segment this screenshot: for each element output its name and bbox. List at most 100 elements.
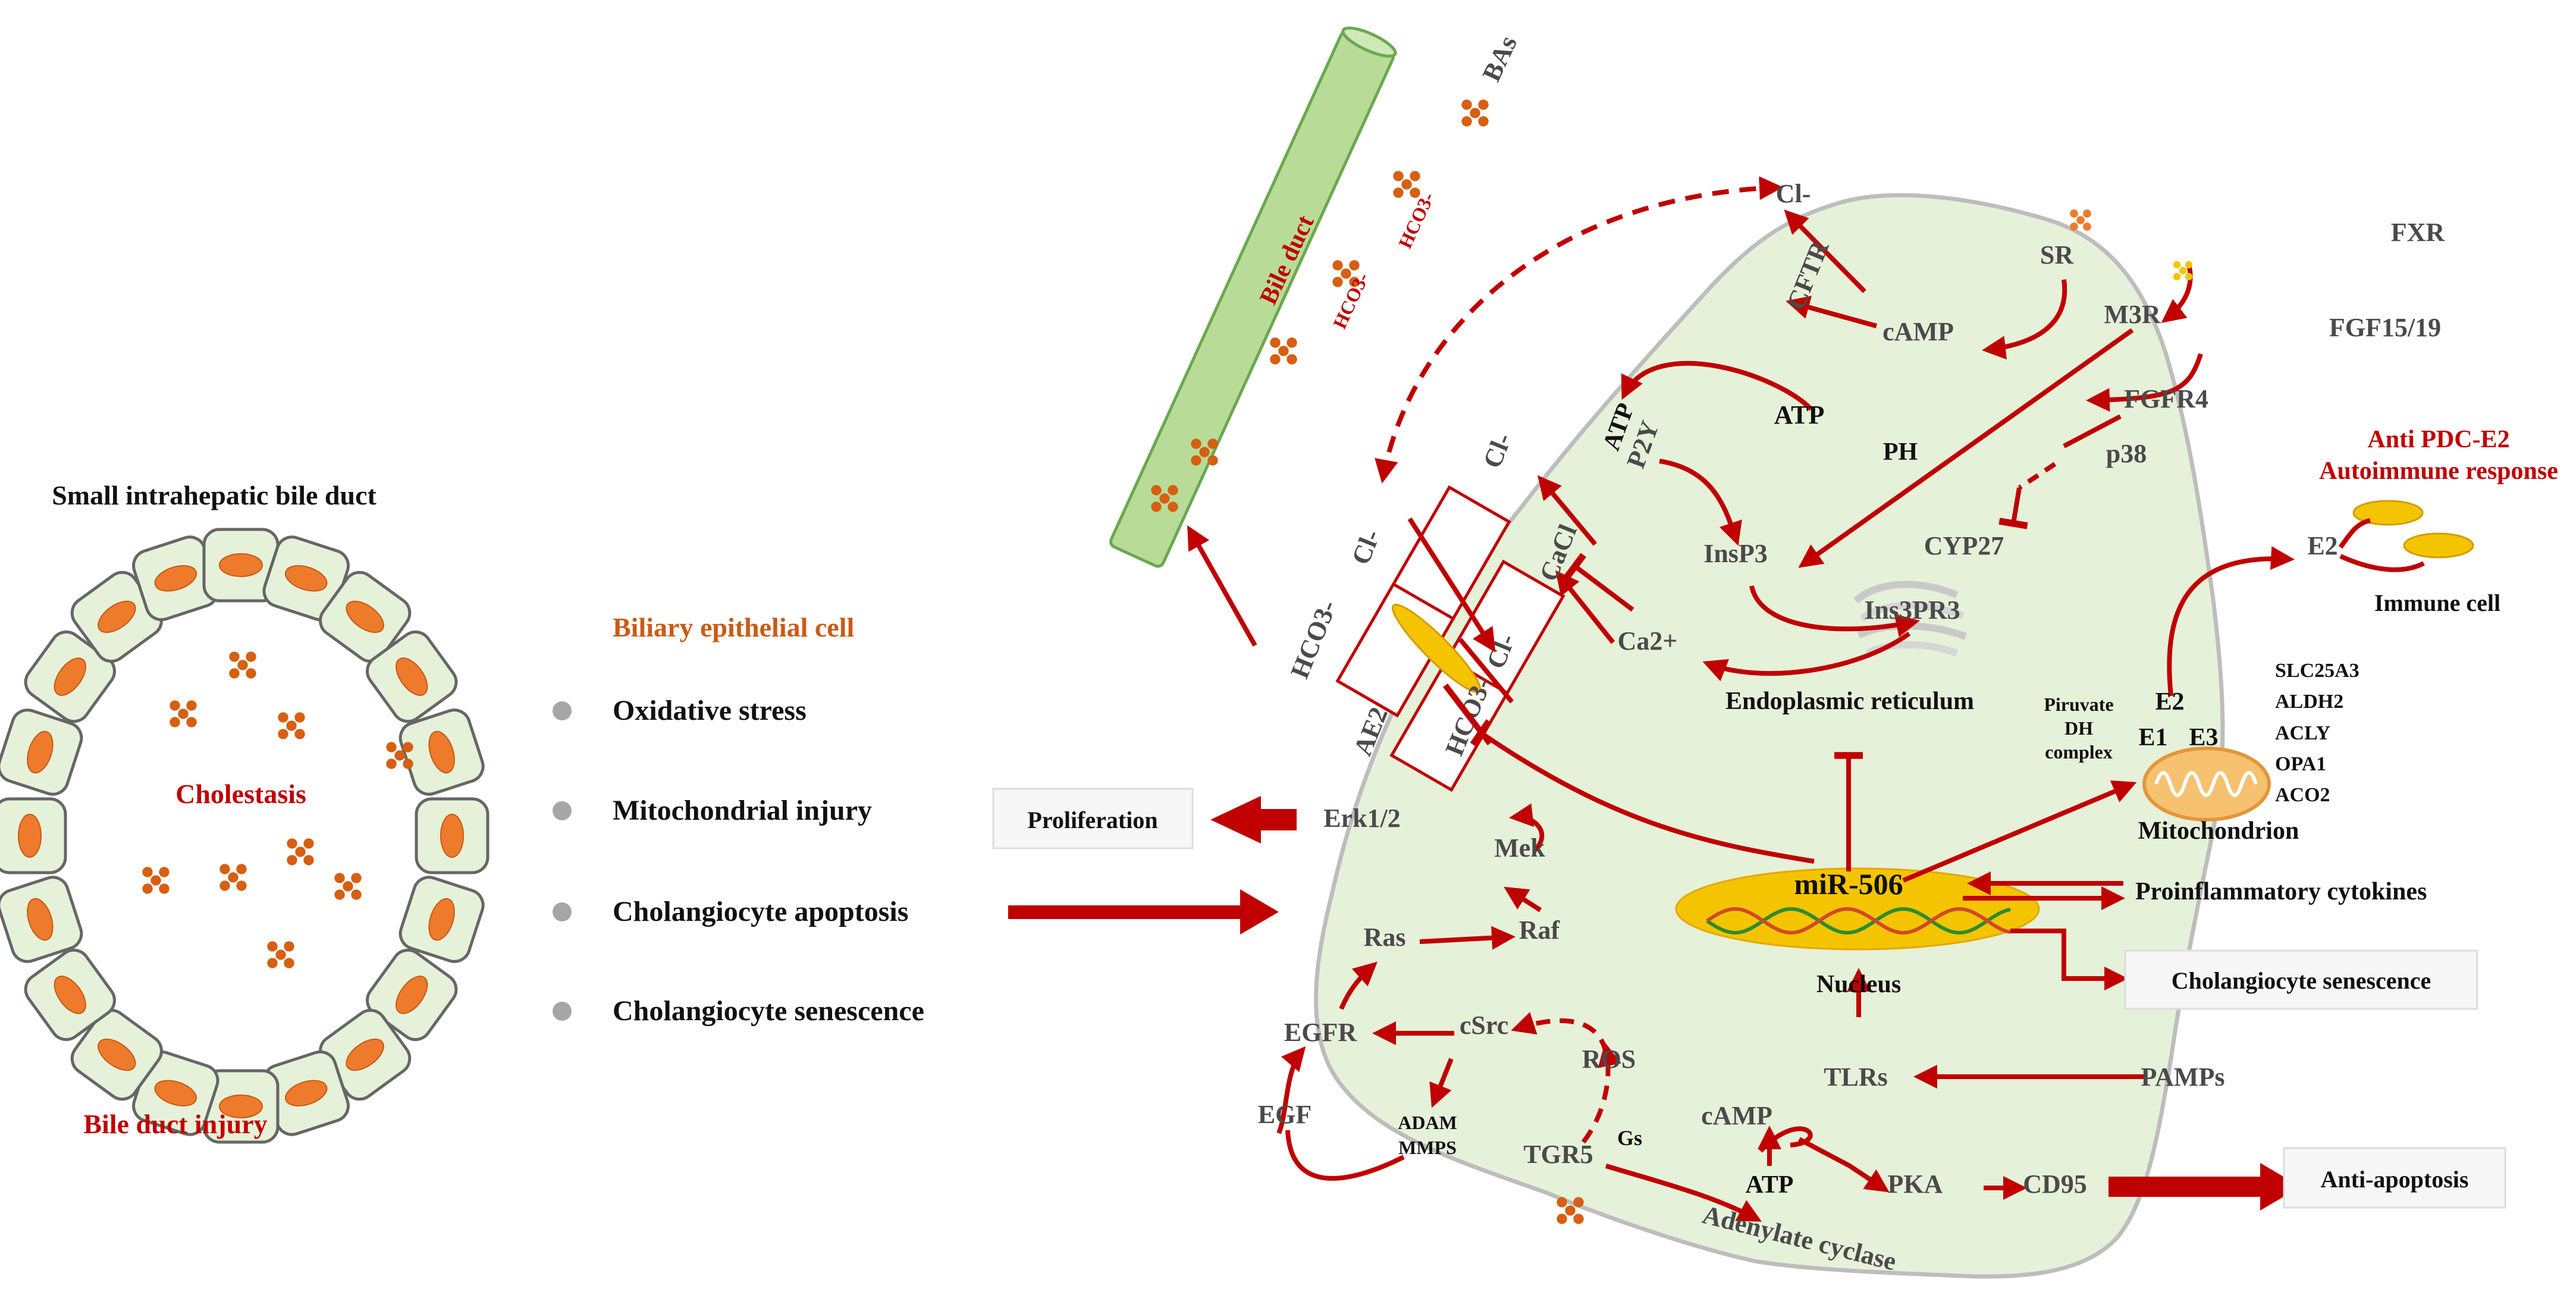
dot — [2070, 209, 2078, 218]
immune-cell-upper — [2352, 500, 2424, 526]
dot — [228, 872, 239, 883]
ring-dots — [142, 651, 413, 968]
cell-nucleus — [27, 730, 54, 774]
dot — [1151, 501, 1162, 512]
pamps: PAMPs — [2141, 1062, 2225, 1092]
dot — [1332, 260, 1343, 271]
cd95: CD95 — [2023, 1169, 2087, 1199]
dot — [343, 881, 353, 892]
dot — [1332, 277, 1343, 287]
ring-cell — [415, 797, 490, 874]
ring-cell — [0, 708, 83, 796]
ring-cell — [70, 570, 163, 663]
sr: SR — [2040, 240, 2074, 269]
cell-nucleus — [428, 730, 455, 774]
dot — [351, 889, 362, 900]
dot — [1393, 171, 1404, 181]
transporter-hco3-cl — [1335, 485, 1511, 718]
cell-nucleus — [284, 565, 328, 592]
dot — [186, 717, 197, 728]
camp-bottom: cAMP — [1701, 1101, 1772, 1130]
dot — [1270, 337, 1281, 348]
free-dots — [1557, 209, 2193, 1224]
cell-nucleus — [219, 1095, 263, 1118]
bullet-dot — [553, 1002, 572, 1021]
cell-nucleus — [27, 898, 54, 941]
dot — [2070, 222, 2078, 231]
ring-cell — [399, 876, 485, 963]
atp-bottom: ATP — [1746, 1171, 1794, 1199]
mitochondrion-icon — [2142, 747, 2271, 821]
duct-dots — [1151, 99, 1489, 512]
dna-helix-icon — [1706, 907, 2011, 935]
dot — [170, 717, 180, 728]
cell-nucleus — [440, 814, 464, 858]
e3: E3 — [2189, 724, 2218, 751]
ring-cell — [24, 948, 116, 1042]
cell-nucleus — [219, 553, 263, 577]
cell-nucleus — [154, 1080, 197, 1106]
cholestasis-label: Cholestasis — [175, 779, 306, 809]
erk: Erk1/2 — [1323, 804, 1401, 833]
mito-label: Mitochondrion — [2138, 817, 2299, 845]
raf: Raf — [1519, 915, 1561, 945]
csrc: cSrc — [1460, 1011, 1508, 1040]
dot — [1478, 99, 1489, 110]
dot — [1287, 354, 1297, 365]
dot — [295, 846, 306, 857]
protein-5: ACO2 — [2275, 784, 2330, 806]
cell-nucleus — [428, 898, 455, 941]
dot — [278, 729, 288, 739]
dot — [1573, 1214, 1584, 1224]
dot — [1207, 455, 1218, 466]
dot — [178, 708, 189, 719]
biliary-cell-heading: Biliary epithelial cell — [613, 612, 854, 642]
dot — [275, 949, 286, 960]
protein-1: SLC25A3 — [2275, 660, 2359, 682]
dot — [1349, 277, 1360, 287]
dot — [142, 883, 153, 894]
cyp27: CYP27 — [1924, 531, 2004, 560]
pka: PKA — [1888, 1169, 1943, 1199]
bullet-mito: Mitochondrial injury — [613, 795, 872, 826]
dot — [1478, 116, 1489, 127]
dot — [1410, 171, 1420, 181]
ins3pr3: Ins3PR3 — [1864, 595, 1960, 625]
dot — [1151, 485, 1162, 496]
ras: Ras — [1364, 923, 1406, 952]
dot — [386, 758, 397, 769]
proliferation-box — [992, 788, 1194, 849]
big-right-arrow — [1008, 889, 1279, 935]
cell-nucleus — [98, 1038, 136, 1071]
dot — [267, 941, 278, 952]
bullet-dot — [553, 701, 572, 720]
left-title: Small intrahepatic bile duct — [52, 480, 376, 510]
dot — [1191, 455, 1201, 466]
egf: EGF — [1258, 1100, 1311, 1129]
dot — [142, 867, 153, 877]
dot — [394, 750, 405, 761]
dot — [403, 742, 413, 752]
cl-top: Cl- — [1776, 179, 1811, 208]
cell-nucleus — [396, 657, 428, 696]
cell-nucleus — [54, 976, 86, 1014]
cell-nucleus — [18, 814, 42, 858]
autoimmune: Autoimmune response — [2319, 457, 2558, 485]
dot — [1401, 179, 1412, 190]
dot — [1349, 260, 1360, 271]
tgr5: TGR5 — [1523, 1140, 1593, 1169]
fgfr4: FGFR4 — [2124, 384, 2208, 413]
anti-apoptosis-label: Anti-apoptosis — [2321, 1166, 2469, 1193]
dot — [2076, 216, 2085, 224]
tlrs: TLRs — [1824, 1062, 1888, 1092]
immune-cell-lower — [2403, 532, 2474, 559]
proliferation-arrow — [1210, 796, 1297, 844]
dot — [2185, 261, 2193, 269]
dot — [303, 838, 314, 849]
ring-cell — [202, 1069, 280, 1144]
dot — [219, 864, 230, 874]
ring-cell — [0, 797, 67, 874]
proinflam-label: Proinflammatory cytokines — [2135, 878, 2427, 905]
dot — [236, 864, 247, 874]
protein-4: OPA1 — [2275, 753, 2326, 775]
